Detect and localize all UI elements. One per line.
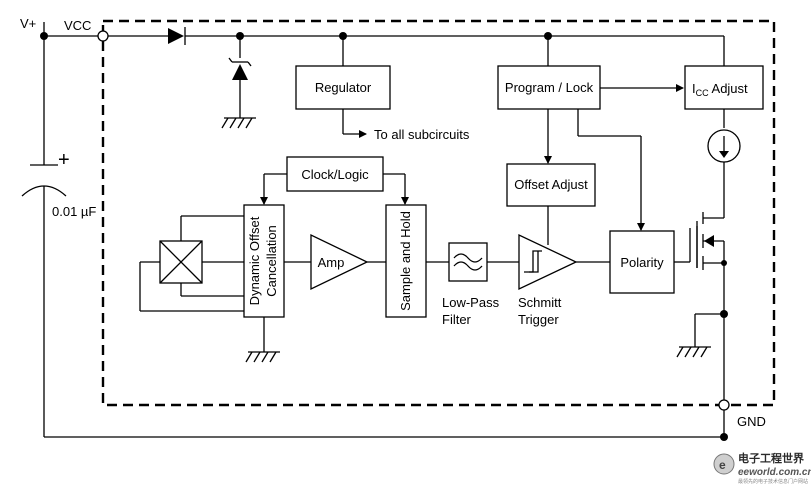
to-subcircuits-label: To all subcircuits — [374, 127, 470, 142]
polarity-label: Polarity — [620, 255, 664, 270]
program-lock-label: Program / Lock — [505, 80, 594, 95]
schmitt-label-1: Schmitt — [518, 295, 562, 310]
amp-label: Amp — [318, 255, 345, 270]
ground-symbol — [221, 117, 256, 129]
cap-plus-label: + — [58, 149, 70, 171]
vcc-pin — [97, 30, 109, 42]
polarity-block — [609, 230, 675, 294]
offset-adjust-block — [506, 163, 596, 207]
regulator-block — [295, 65, 391, 110]
external-supply-wiring — [21, 22, 724, 438]
sample-hold-label: Sample and Hold — [398, 211, 413, 311]
ground-symbol — [245, 351, 280, 363]
offset-adjust-label: Offset Adjust — [514, 177, 588, 192]
regulator-label: Regulator — [315, 80, 372, 95]
icc-adjust-block — [684, 65, 764, 110]
schmitt-trigger-triangle — [518, 233, 578, 291]
filter-wave-icon — [453, 253, 483, 271]
dynamic-offset-label: Dynamic Offset — [247, 216, 262, 305]
lowpass-label-1: Low-Pass — [442, 295, 500, 310]
gnd-pin — [718, 399, 730, 411]
junction-dot — [40, 32, 48, 40]
vcc-label: VCC — [64, 18, 91, 33]
cancellation-label: Cancellation — [264, 225, 279, 297]
hall-element — [139, 215, 244, 312]
sample-hold-block — [385, 204, 427, 318]
ic-boundary — [101, 19, 776, 407]
watermark-sub: 最领先的电子技术信息门户网站 — [738, 478, 808, 485]
watermark-cn: 电子工程世界 — [738, 451, 804, 465]
watermark-en: eeworld.com.cn — [738, 467, 811, 478]
lowpass-filter-block — [448, 242, 488, 282]
eeworld-watermark: e 电子工程世界 eeworld.com.cn 最领先的电子技术信息门户网站 — [713, 451, 811, 485]
dynamic-offset-block — [243, 204, 285, 318]
current-source-icon — [707, 129, 741, 163]
hysteresis-icon — [524, 250, 542, 273]
diode — [168, 28, 184, 44]
cap-value-label: 0.01 µF — [52, 204, 96, 219]
svg-text:e: e — [719, 458, 726, 472]
clock-logic-label: Clock/Logic — [301, 167, 369, 182]
output-transistor — [689, 212, 725, 270]
zener-diode — [228, 36, 252, 118]
gnd-label: GND — [737, 414, 766, 429]
ground-symbol — [676, 346, 711, 358]
vplus-label: V+ — [20, 16, 36, 31]
amp-triangle — [310, 233, 369, 291]
icc-adjust-label: ICC Adjust — [692, 81, 748, 98]
lowpass-label-2: Filter — [442, 312, 472, 327]
schmitt-label-2: Trigger — [518, 312, 559, 327]
